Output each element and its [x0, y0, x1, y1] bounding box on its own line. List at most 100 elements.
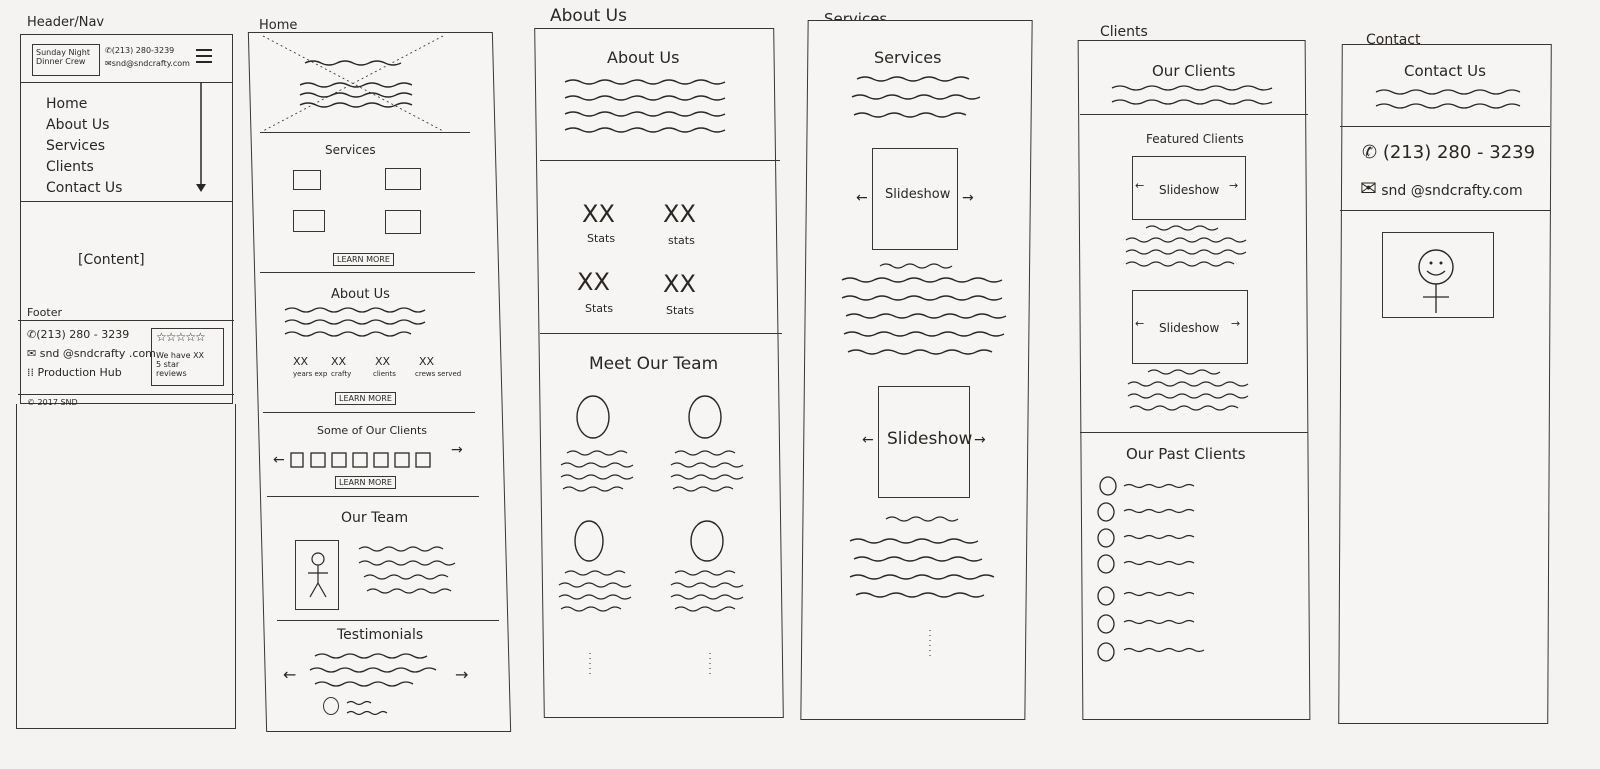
about-divider	[540, 160, 780, 161]
clients-divider	[267, 496, 479, 497]
team-heading: Our Team	[341, 510, 409, 526]
arrow-left-icon[interactable]: ←	[1135, 179, 1145, 192]
footer-link-text[interactable]: Production Hub	[37, 366, 122, 379]
phone-small-text: (213) 280-3239	[111, 46, 175, 55]
services-text-lines	[851, 75, 982, 129]
lower-blank-frame	[16, 404, 236, 729]
nav-item-about[interactable]: About Us	[46, 117, 110, 133]
mail-icon: ✉	[105, 59, 112, 68]
mail-icon: ✉	[27, 347, 37, 360]
featured-text-lines	[1127, 368, 1258, 422]
stat-label: clients	[373, 370, 396, 378]
testimonials-heading: Testimonials	[337, 627, 424, 643]
header-divider	[20, 82, 233, 83]
footer-email: ✉ snd @sndcrafty .com	[27, 347, 156, 360]
clients-intro-lines	[1111, 84, 1282, 112]
client-logos	[290, 451, 441, 475]
clients-heading: Some of Our Clients	[317, 424, 428, 437]
arrow-right-icon[interactable]: →	[451, 442, 463, 458]
stat-value: XX	[419, 355, 435, 368]
arrow-left-icon[interactable]: ←	[856, 190, 868, 206]
nav-item-clients[interactable]: Clients	[46, 159, 94, 175]
hero-divider	[260, 132, 470, 133]
footer-phone-text: (213) 280 - 3239	[36, 328, 130, 341]
testimonial-author-lines	[346, 700, 388, 720]
team-heading: Meet Our Team	[589, 354, 719, 374]
phone-icon: ✆	[1362, 142, 1378, 163]
service-box	[385, 210, 421, 234]
stat-label: Stats	[585, 302, 614, 315]
hero-image	[262, 35, 444, 135]
team-photo	[295, 540, 339, 610]
star-icon: ☆☆☆☆☆	[156, 330, 206, 344]
contact-email-text[interactable]: snd @sndcrafty.com	[1381, 183, 1523, 199]
featured-divider	[1080, 432, 1308, 433]
column-title: Home	[259, 18, 298, 33]
footer-bottom-line	[18, 394, 234, 395]
slideshow-label: Slideshow	[885, 187, 951, 202]
arrow-right-icon[interactable]: →	[455, 665, 469, 684]
service-box	[293, 170, 321, 190]
arrow-left-icon[interactable]: ←	[1135, 317, 1145, 330]
slideshow-caption	[879, 257, 960, 276]
stat-label: crafty	[331, 370, 352, 378]
stat-label: Stats	[587, 232, 616, 245]
email-small: ✉snd@sndcrafty.com	[105, 59, 190, 68]
stat-label: Stats	[666, 304, 695, 317]
nav-item-contact[interactable]: Contact Us	[46, 180, 123, 196]
about-text-lines	[284, 305, 445, 349]
service-box	[385, 168, 421, 190]
clients-divider	[1080, 114, 1308, 115]
contact-phone-text[interactable]: (213) 280 - 3239	[1382, 142, 1536, 163]
stat-value: XX	[293, 355, 309, 368]
arrow-right-icon[interactable]: →	[962, 190, 974, 206]
stat-value: XX	[582, 200, 615, 228]
column-title: About Us	[550, 6, 627, 26]
hamburger-icon[interactable]	[196, 48, 212, 64]
contact-intro-lines	[1375, 88, 1526, 116]
featured-text-lines	[1125, 224, 1256, 278]
review-line-2: 5 star	[156, 360, 180, 369]
person-icon	[1411, 247, 1461, 317]
continuation-dots	[928, 630, 932, 664]
learn-more-button[interactable]: LEARN MORE	[335, 476, 396, 489]
services-heading: Services	[325, 143, 376, 157]
stat-label: years exp	[293, 370, 328, 378]
review-line-3: reviews	[156, 369, 187, 378]
footer-email-text: snd @sndcrafty .com	[39, 347, 156, 360]
clients-heading: Our Clients	[1152, 62, 1236, 80]
slideshow-box: ← Slideshow →	[1132, 156, 1246, 220]
slideshow-label: Slideshow	[887, 429, 973, 449]
footer-link[interactable]: ⁞⁞ Production Hub	[27, 366, 122, 379]
nav-item-home[interactable]: Home	[46, 96, 88, 112]
arrow-left-icon[interactable]: ←	[862, 432, 874, 448]
stat-value: XX	[375, 355, 391, 368]
arrow-right-icon[interactable]: →	[1231, 317, 1241, 330]
slideshow-label: Slideshow	[1159, 183, 1220, 197]
arrow-right-icon[interactable]: →	[974, 432, 986, 448]
column-contact: Contact Contact Us ✆ (213) 280 - 3239 ✉ …	[1338, 0, 1590, 769]
column-services: Services Services ← Slideshow → ← Slides…	[800, 0, 1050, 769]
arrow-right-icon[interactable]: →	[1229, 179, 1239, 192]
nav-menu: Home About Us Services Clients Contact U…	[46, 94, 122, 199]
about-divider	[263, 412, 475, 413]
learn-more-button[interactable]: LEARN MORE	[335, 392, 396, 405]
nav-item-services[interactable]: Services	[46, 138, 106, 154]
slideshow-caption	[885, 510, 966, 529]
services-description-lines	[849, 535, 1000, 619]
reviews-box: ☆☆☆☆☆ We have XX 5 star reviews	[151, 328, 224, 386]
review-line-1: We have XX	[156, 351, 205, 360]
mail-icon: ✉	[1360, 176, 1377, 200]
testimonial-avatar	[323, 697, 339, 715]
slideshow-box: Slideshow	[872, 148, 958, 250]
contact-phone[interactable]: ✆ (213) 280 - 3239	[1362, 142, 1535, 163]
copyright: © 2017 SND	[27, 398, 78, 407]
arrow-left-icon[interactable]: ←	[283, 665, 297, 684]
team-divider	[277, 620, 499, 621]
arrow-left-icon[interactable]: ←	[273, 452, 285, 468]
arrow-down-icon	[195, 82, 207, 198]
learn-more-button[interactable]: LEARN MORE	[333, 253, 394, 266]
footer-title: Footer	[27, 306, 62, 319]
featured-heading: Featured Clients	[1146, 132, 1244, 146]
contact-email[interactable]: ✉ snd @sndcrafty.com	[1360, 176, 1523, 200]
